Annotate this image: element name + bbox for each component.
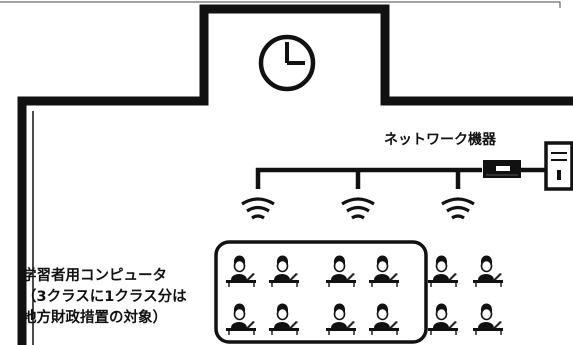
wifi-icon [241,197,275,220]
network-cables [255,167,546,189]
router-icon [483,160,521,178]
student-icon [368,302,400,336]
student-icon [325,254,357,288]
clock-icon [258,34,316,92]
caption-line-1: 学習者用コンピュータ [22,268,167,284]
student-icon [427,254,459,288]
student-icon [225,254,257,288]
computer-group [225,254,300,336]
building-outline [17,4,573,345]
student-icon [325,302,357,336]
computer-group [325,254,400,336]
wifi-icon [341,197,375,220]
highlight-box [214,240,428,344]
student-icon [225,302,257,336]
student-icon [268,254,300,288]
caption-line-2: （3クラスに1クラス分は [22,289,187,305]
student-icon [472,302,504,336]
computer-group [427,254,504,336]
top-edge [0,1,561,8]
network-device-label: ネットワーク機器 [384,132,496,148]
student-icon [368,254,400,288]
student-icon [472,254,504,288]
server-icon [544,141,573,191]
wifi-icon [441,197,475,220]
caption-line-3: 地方財政措置の対象） [22,310,167,326]
student-icon [268,302,300,336]
student-icon [427,302,459,336]
learner-computers-caption: 学習者用コンピュータ （3クラスに1クラス分は 地方財政措置の対象） [22,266,187,329]
